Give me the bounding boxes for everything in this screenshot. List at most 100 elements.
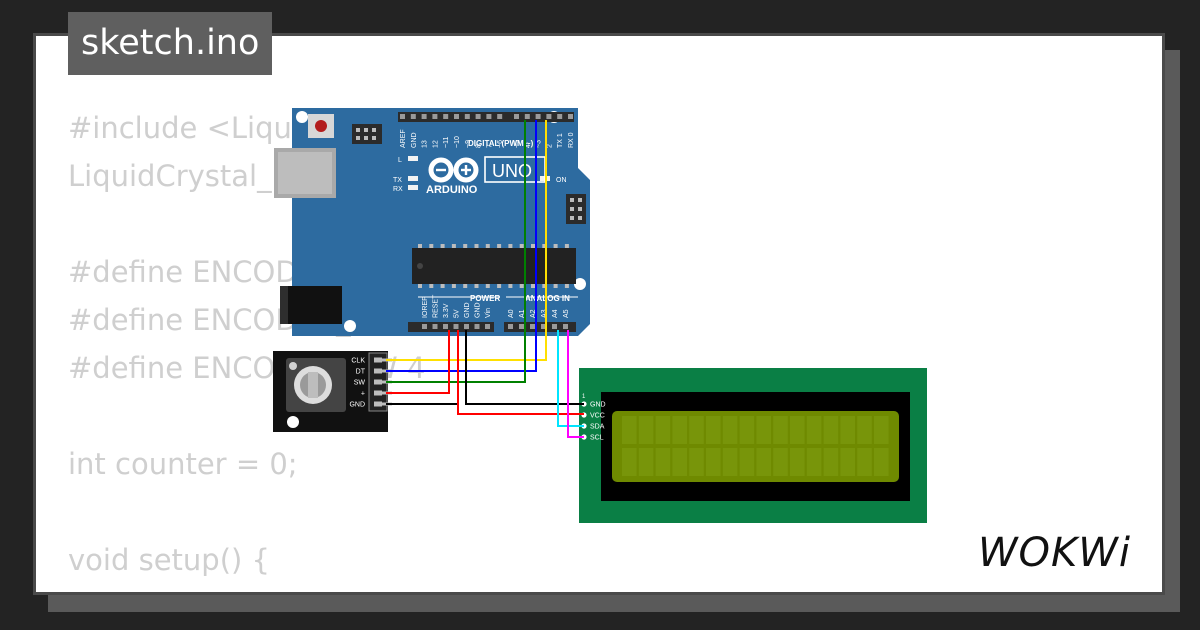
- encoder-pin[interactable]: [374, 379, 382, 385]
- code-line: lcd.init();: [68, 584, 568, 592]
- mounting-hole: [296, 111, 308, 123]
- digital-pin-hole[interactable]: [400, 114, 405, 119]
- encoder-pin[interactable]: [374, 401, 382, 407]
- encoder-pin[interactable]: [374, 390, 382, 396]
- power-pin-hole[interactable]: [422, 324, 427, 329]
- digital-pin-hole[interactable]: [432, 114, 438, 119]
- code-line: int counter = 0;: [68, 447, 298, 481]
- lcd-pin-label: SCL: [590, 435, 604, 442]
- wire-scl[interactable]: [567, 330, 584, 438]
- digital-pin-hole[interactable]: [497, 114, 503, 119]
- wire-encoder-vcc[interactable]: [386, 330, 450, 394]
- digital-pin-hole[interactable]: [535, 114, 541, 119]
- lcd-pin1-label: 1: [582, 394, 586, 400]
- power-pin-hole[interactable]: [464, 324, 469, 329]
- led-tx: [408, 176, 418, 181]
- analog-pin-hole[interactable]: [519, 324, 524, 329]
- analog-pin-hole[interactable]: [530, 324, 535, 329]
- digital-pin-label: 2: [546, 144, 553, 148]
- digital-pin-hole[interactable]: [421, 114, 427, 119]
- digital-pin-label: AREF: [400, 129, 407, 148]
- encoder-pin[interactable]: [374, 368, 382, 374]
- encoder-mount-hole: [287, 416, 299, 428]
- digital-pin-label: 7: [486, 144, 493, 148]
- chip-notch: [417, 263, 423, 269]
- digital-pin-hole[interactable]: [486, 114, 492, 119]
- icsp-header: [352, 124, 382, 144]
- digital-pin-label: ~3: [536, 140, 543, 148]
- code-line: void setup() {: [68, 543, 270, 577]
- power-pin-label: IOREF: [422, 297, 429, 318]
- encoder-pin[interactable]: [374, 357, 382, 363]
- digital-pin-hole[interactable]: [475, 114, 481, 119]
- digital-pin-label: ~5: [514, 140, 521, 148]
- digital-pin-hole[interactable]: [546, 114, 552, 119]
- icsp2-header: [566, 194, 586, 224]
- analog-pin-label: A1: [519, 309, 526, 318]
- encoder-pin-label: CLK: [351, 358, 365, 365]
- wire-lcd-vcc[interactable]: [457, 330, 584, 415]
- analog-pin-hole[interactable]: [541, 324, 546, 329]
- digital-pin-hole[interactable]: [557, 114, 563, 119]
- power-pin-label: 5V: [454, 309, 461, 318]
- digital-pin-hole[interactable]: [514, 114, 519, 119]
- power-pin-hole[interactable]: [453, 324, 459, 329]
- digital-pin-label: ~6: [497, 140, 504, 148]
- analog-header: [504, 322, 576, 332]
- digital-header-label: DIGITAL (PWM ~): [468, 139, 534, 148]
- encoder-pin-label: +: [361, 391, 365, 398]
- digital-pin-label: 12: [432, 140, 439, 148]
- digital-pin-label: 13: [422, 140, 429, 148]
- digital-pin-label: TX 1: [557, 133, 564, 148]
- power-pin-hole[interactable]: [485, 324, 490, 329]
- encoder-knob-flat: [308, 372, 318, 398]
- led-label-l: L: [398, 157, 402, 164]
- digital-pin-hole[interactable]: [568, 114, 573, 119]
- analog-pin-label: A5: [563, 309, 570, 318]
- led-l: [408, 156, 418, 161]
- file-name-tab[interactable]: sketch.ino: [68, 12, 273, 75]
- digital-pin-hole[interactable]: [454, 114, 459, 119]
- digital-pin-hole[interactable]: [410, 114, 416, 119]
- analog-pin-hole[interactable]: [508, 324, 513, 329]
- wire-sw[interactable]: [386, 120, 526, 383]
- encoder-mount-hole: [289, 362, 297, 370]
- power-pin-hole[interactable]: [474, 324, 480, 329]
- wire-clk[interactable]: [386, 120, 547, 361]
- power-header-label: POWER: [470, 294, 500, 303]
- lcd-screen: [612, 411, 899, 482]
- arduino-brand: ARDUINO: [426, 184, 478, 196]
- lcd-pin-label: VCC: [590, 413, 605, 420]
- lcd-pin-label: GND: [590, 402, 606, 409]
- power-pin-label: RESET: [433, 294, 440, 318]
- digital-pin-hole[interactable]: [443, 114, 449, 119]
- arduino-logo-symbols: [436, 165, 471, 175]
- digital-pin-label: RX 0: [568, 132, 575, 148]
- arduino-uno[interactable]: DIGITAL (PWM ~) L TX RX ON ARDUINO UNO: [274, 108, 590, 336]
- digital-pin-hole[interactable]: [464, 114, 470, 119]
- arduino-model: UNO: [492, 161, 532, 181]
- analog-pin-label: A4: [552, 309, 559, 318]
- analog-pin-label: A3: [541, 309, 548, 318]
- analog-pin-label: A2: [530, 309, 537, 318]
- wire-sda[interactable]: [557, 330, 584, 427]
- microcontroller-chip: [412, 248, 576, 284]
- power-pin-hole[interactable]: [432, 324, 438, 329]
- power-pin-label: GND: [464, 302, 471, 318]
- power-pin-label: 3.3V: [443, 303, 450, 318]
- wokwi-logo[interactable]: WOKWi: [976, 526, 1152, 576]
- digital-pin-hole[interactable]: [524, 114, 530, 119]
- wire-lcd-gnd[interactable]: [465, 330, 584, 405]
- power-pin-hole[interactable]: [443, 324, 448, 329]
- mounting-hole: [344, 320, 356, 332]
- power-header: [408, 322, 494, 332]
- led-label-tx: TX: [393, 177, 402, 184]
- chip-legs: [418, 244, 569, 288]
- wire-dt[interactable]: [386, 120, 537, 372]
- analog-pin-hole[interactable]: [552, 324, 557, 329]
- wokwi-logo-text: WOKWi: [978, 530, 1131, 576]
- analog-pin-hole[interactable]: [563, 324, 568, 329]
